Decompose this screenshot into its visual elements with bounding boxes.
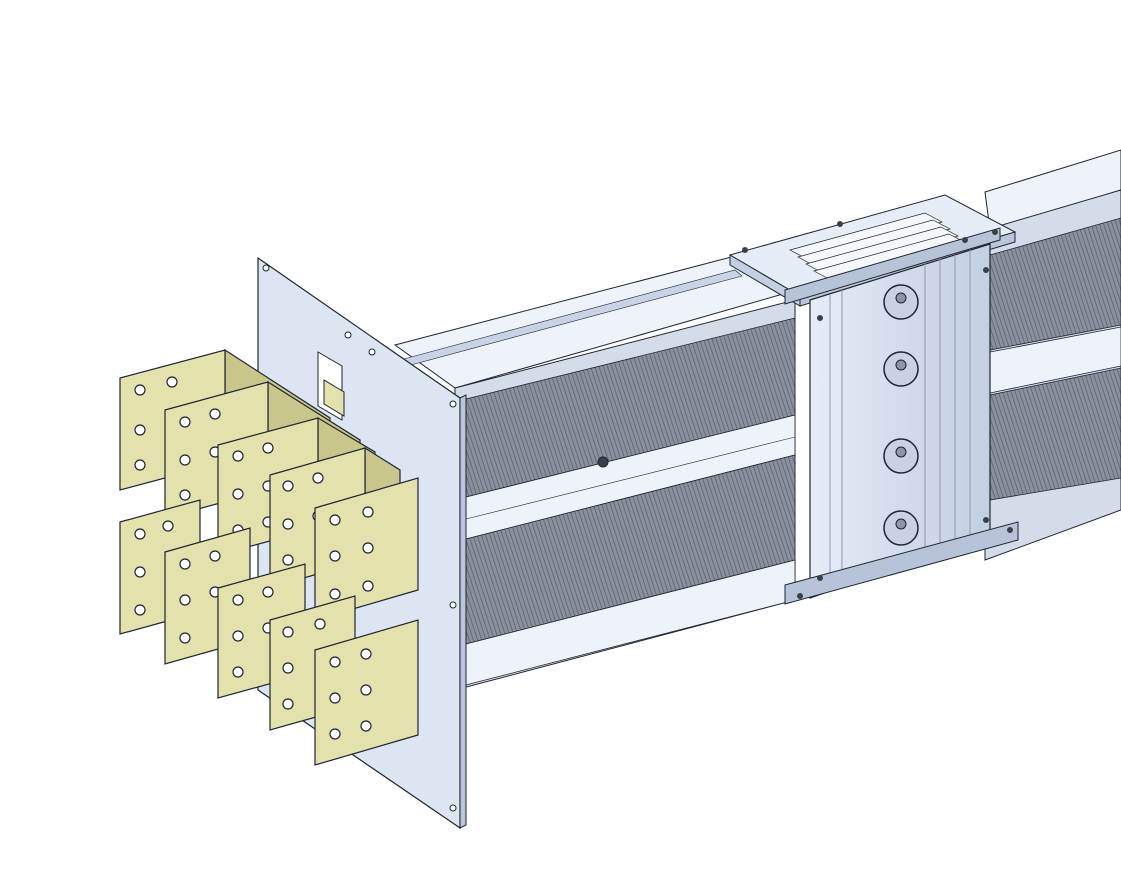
bolt-head-icon xyxy=(895,446,907,458)
flange-edge xyxy=(459,394,467,829)
duct-left-section xyxy=(393,255,796,691)
joint-bolt xyxy=(883,351,919,387)
flange-window-plug xyxy=(323,379,345,417)
clamp-screws xyxy=(742,221,1013,599)
busbar-terminals xyxy=(119,348,419,766)
joint-bolt xyxy=(883,510,919,546)
bolt-head-icon xyxy=(895,292,907,304)
joint-bolt xyxy=(883,438,919,474)
terminal-plate xyxy=(314,619,419,766)
joint-clamp-top xyxy=(784,227,1001,305)
joint-body-ribs xyxy=(829,250,971,592)
joint-bolt xyxy=(883,284,919,320)
duct-right-section xyxy=(984,149,1121,561)
joint-cover-fins xyxy=(789,212,967,281)
joint-clamp-bottom xyxy=(784,521,1019,605)
duct-middle-rail-edge xyxy=(461,436,796,521)
bolt-head-icon xyxy=(895,518,907,530)
rail-screw xyxy=(597,456,609,468)
duct-right-top-face xyxy=(984,149,1121,231)
terminal-plate xyxy=(314,477,419,621)
flange-holes xyxy=(262,264,457,812)
bolt-head-icon xyxy=(895,359,907,371)
joint-block xyxy=(728,194,1019,605)
